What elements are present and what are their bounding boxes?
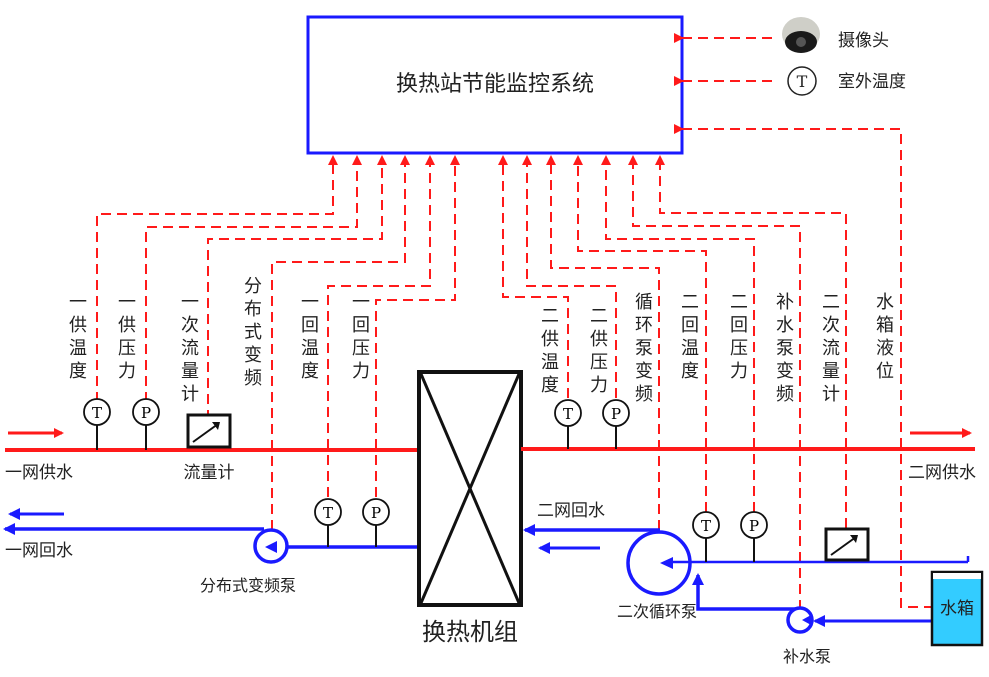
pressure-sensor-icon	[740, 511, 768, 539]
outdoor-temp-symbol: T	[797, 72, 808, 91]
sensor-label: 一回温度	[301, 292, 319, 382]
temp-sensor-icon	[83, 398, 111, 426]
signal-line-distributed-pump	[271, 155, 410, 530]
sensor-label: 分布式变频	[244, 276, 262, 389]
flow-meter-icon	[824, 527, 870, 562]
signal-line-secondary-return-pressure	[601, 155, 755, 512]
sensor-label: 水箱液位	[876, 292, 894, 382]
sensor-label: 补水泵变频	[776, 292, 794, 405]
signal-line-primary-return-pressure	[375, 155, 460, 497]
primary-supply-label: 一网供水	[5, 463, 73, 483]
temp-symbol: T	[563, 405, 573, 423]
pressure-sensor-icon	[132, 398, 160, 426]
distributed-pump-label: 分布式变频泵	[200, 576, 296, 595]
signal-line-secondary-supply-temp	[498, 155, 569, 398]
makeup-pump-icon	[786, 606, 814, 634]
flow-meter-label: 流量计	[184, 463, 235, 483]
temp-sensor-icon	[314, 498, 342, 526]
makeup-pump-label: 补水泵	[783, 647, 831, 666]
temp-sensor-icon	[692, 511, 720, 539]
signal-line-secondary-return-temp	[573, 155, 707, 512]
signal-line-makeup-pump	[628, 155, 801, 610]
secondary-supply-label: 二网供水	[908, 463, 976, 483]
pressure-sensor-icon	[362, 498, 390, 526]
outdoor-temp-label: 室外温度	[838, 72, 906, 92]
camera-icon	[782, 17, 820, 53]
sensor-label: 二供压力	[590, 306, 608, 396]
secondary-return-label: 二网回水	[537, 501, 605, 521]
water-tank-icon	[930, 570, 984, 647]
signal-line-primary-supply-temp	[96, 155, 338, 450]
sensor-label: 循环泵变频	[635, 292, 653, 405]
pressure-symbol: P	[141, 404, 151, 422]
primary-return-label: 一网回水	[5, 541, 73, 561]
pressure-symbol: P	[371, 504, 381, 522]
camera-label: 摄像头	[838, 31, 889, 51]
temp-symbol: T	[92, 404, 102, 422]
system-title: 换热站节能监控系统	[396, 72, 594, 97]
sensor-label: 二次流量计	[822, 292, 840, 405]
heat-exchanger-icon	[417, 370, 523, 607]
sensor-label: 一供温度	[69, 292, 87, 382]
pressure-symbol: P	[749, 517, 759, 535]
sensor-label: 一供压力	[118, 292, 136, 382]
sensor-label: 二回压力	[730, 292, 748, 382]
sensor-label: 二供温度	[541, 306, 559, 396]
pressure-sensor-icon	[602, 399, 630, 427]
flow-meter-icon	[186, 413, 232, 449]
monitoring-system-box	[306, 15, 684, 155]
sensor-label: 一次流量计	[181, 292, 199, 405]
tank-level-signal-line	[674, 124, 932, 608]
temp-symbol: T	[323, 504, 333, 522]
signal-line-secondary-flow	[655, 155, 847, 528]
makeup-pipe	[692, 573, 797, 611]
signal-line-circ-pump	[546, 155, 660, 530]
pressure-symbol: P	[611, 405, 621, 423]
water-tank-label: 水箱	[940, 599, 974, 619]
sensor-label: 二回温度	[681, 292, 699, 382]
signal-line-primary-return-temp	[327, 155, 435, 497]
signal-line-secondary-supply-pressure	[522, 155, 617, 398]
signal-line-primary-supply-pressure	[145, 155, 362, 450]
outdoor-temp-sensor-icon	[787, 66, 817, 96]
secondary-circ-pump-label: 二次循环泵	[617, 602, 697, 621]
temp-symbol: T	[701, 517, 711, 535]
heat-exchanger-label: 换热机组	[422, 618, 518, 646]
temp-sensor-icon	[554, 399, 582, 427]
sensor-label: 一回压力	[352, 292, 370, 382]
